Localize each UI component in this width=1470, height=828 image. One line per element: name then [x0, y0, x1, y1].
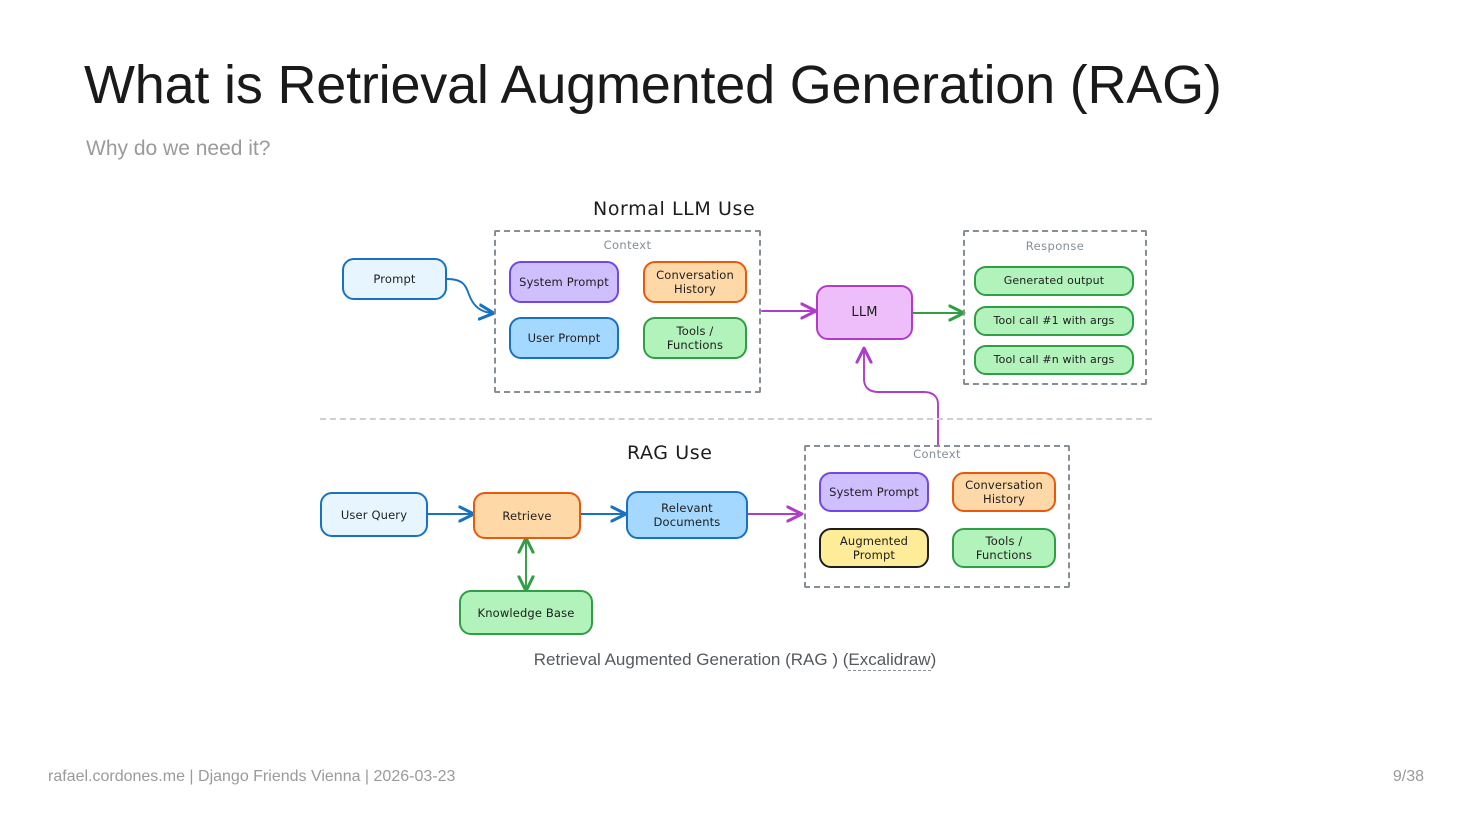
node-prompt[interactable]: Prompt [342, 258, 447, 300]
node-system-prompt-normal[interactable]: System Prompt [509, 261, 619, 303]
node-llm[interactable]: LLM [816, 285, 913, 340]
node-system-prompt-rag[interactable]: System Prompt [819, 472, 929, 512]
node-tool-call-n[interactable]: Tool call #n with args [974, 345, 1134, 375]
arrow-prompt-to-context [446, 278, 492, 313]
frame-response [963, 230, 1147, 385]
node-generated-output[interactable]: Generated output [974, 266, 1134, 296]
node-tool-call-1[interactable]: Tool call #1 with args [974, 306, 1134, 336]
node-conversation-history-rag[interactable]: Conversation History [952, 472, 1056, 512]
section-divider [320, 418, 1152, 420]
frame-context-normal-label: Context [603, 238, 652, 252]
caption-closing: ) [930, 650, 937, 669]
page-number: 9/38 [1392, 768, 1424, 785]
arrow-ragcontext-to-llm [864, 350, 939, 446]
node-retrieve[interactable]: Retrieve [473, 492, 581, 539]
node-relevant-documents[interactable]: Relevant Documents [626, 491, 748, 539]
node-augmented-prompt[interactable]: Augmented Prompt [819, 528, 929, 568]
frame-context-normal [494, 230, 761, 393]
page-subtitle: Why do we need it? [86, 137, 271, 160]
footer-credits: rafael.cordones.me | Django Friends Vien… [48, 768, 456, 785]
caption-text: Retrieval Augmented Generation (RAG ) ( [533, 650, 849, 669]
node-user-query[interactable]: User Query [320, 492, 428, 537]
frame-context-rag-label: Context [913, 447, 961, 461]
node-user-prompt-normal[interactable]: User Prompt [509, 317, 619, 359]
section-title-normal-llm: Normal LLM Use [593, 198, 756, 220]
frame-context-rag [804, 445, 1070, 588]
node-knowledge-base[interactable]: Knowledge Base [459, 590, 593, 635]
node-tools-functions-rag[interactable]: Tools / Functions [952, 528, 1056, 568]
node-conversation-history-normal[interactable]: Conversation History [643, 261, 747, 303]
excalidraw-link[interactable]: Excalidraw [848, 650, 931, 671]
diagram-caption: Retrieval Augmented Generation (RAG ) (E… [0, 650, 1470, 671]
node-tools-functions-normal[interactable]: Tools / Functions [643, 317, 747, 359]
frame-response-label: Response [1025, 239, 1085, 253]
page-title: What is Retrieval Augmented Generation (… [84, 55, 1222, 115]
section-title-rag-use: RAG Use [627, 442, 713, 464]
